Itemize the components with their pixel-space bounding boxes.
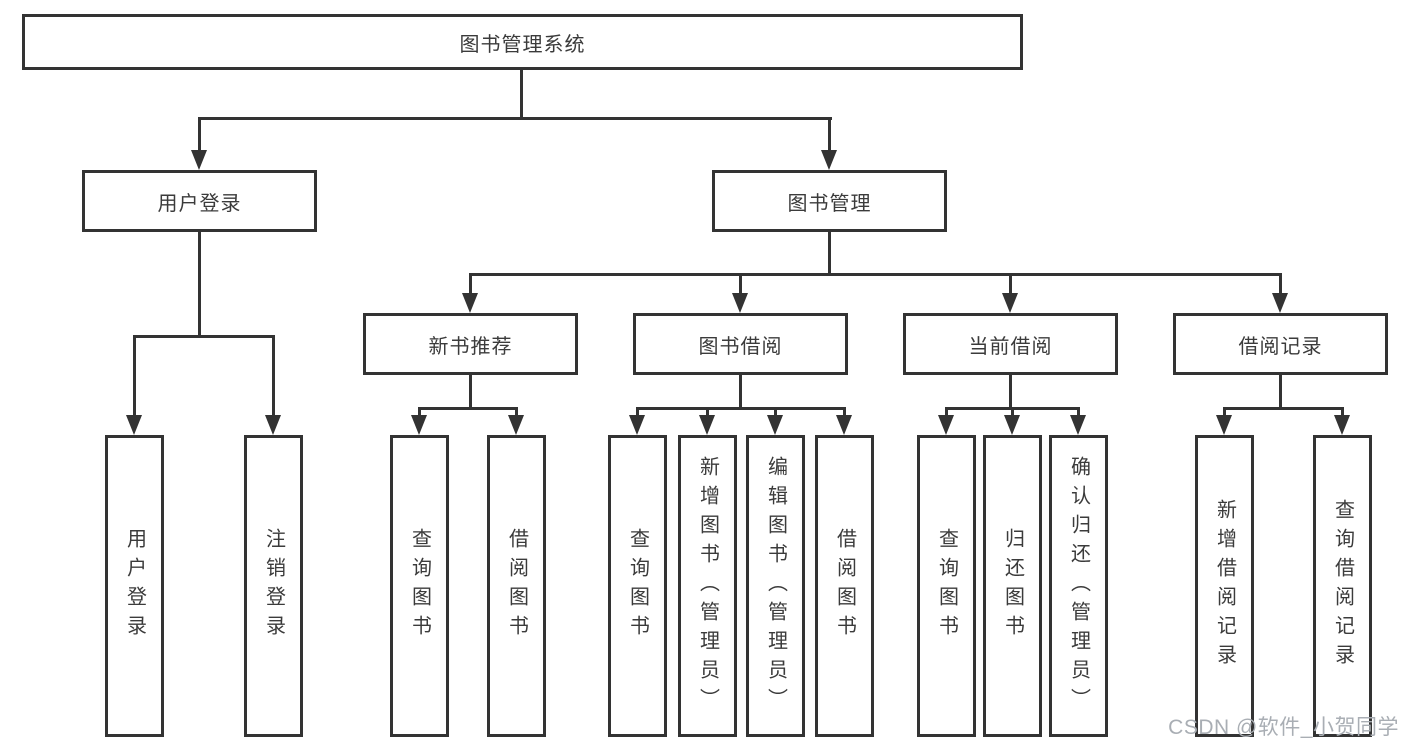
leaf-label: 用户登录 [123, 528, 146, 644]
leaf-bb-edit-books-admin: 编辑图书（管理员） [746, 435, 805, 737]
connector-to-leaf-user-login [133, 335, 136, 417]
leaf-cb-confirm-return-admin: 确认归还（管理员） [1049, 435, 1108, 737]
connector-to-leaf [1077, 407, 1080, 417]
connector-to-leaf [774, 407, 777, 417]
connector-borrowing-records-stem [1279, 373, 1282, 410]
leaf-nb-query-books: 查询图书 [390, 435, 449, 737]
connector-to-leaf [1011, 407, 1014, 417]
leaf-br-add-borrow-record: 新增借阅记录 [1195, 435, 1254, 737]
leaf-user-login: 用户登录 [105, 435, 164, 737]
connector-to-borrowing-records [1279, 273, 1282, 295]
connector-new-book-bus [418, 407, 518, 410]
node-label: 用户登录 [157, 192, 242, 215]
connector-book-borrowing-bus [636, 407, 846, 410]
leaf-label: 查询图书 [408, 528, 431, 644]
arrowhead-to-leaf [1004, 415, 1020, 435]
leaf-label: 借阅图书 [505, 528, 528, 644]
connector-book-borrowing-stem [739, 373, 742, 410]
node-user-login: 用户登录 [82, 170, 317, 232]
connector-to-leaf [1341, 407, 1344, 417]
arrowhead-to-book-borrowing [732, 293, 748, 313]
arrowhead-to-current-borrowing [1002, 293, 1018, 313]
node-label: 借阅记录 [1238, 335, 1323, 358]
connector-current-borrowing-stem [1009, 373, 1012, 410]
connector-book-management-stem [828, 230, 831, 276]
arrowhead-to-leaf [836, 415, 852, 435]
connector-level2-bus [198, 117, 832, 120]
arrowhead-to-leaf [1216, 415, 1232, 435]
leaf-label: 查询借阅记录 [1331, 499, 1354, 673]
node-current-borrowing: 当前借阅 [903, 313, 1118, 375]
node-label: 当前借阅 [968, 335, 1053, 358]
leaf-cb-query-books: 查询图书 [917, 435, 976, 737]
connector-new-book-stem [469, 373, 472, 410]
leaf-label: 注销登录 [262, 528, 285, 644]
connector-user-login-bus [133, 335, 275, 338]
node-borrowing-records: 借阅记录 [1173, 313, 1388, 375]
leaf-logout: 注销登录 [244, 435, 303, 737]
leaf-label: 借阅图书 [833, 528, 856, 644]
connector-borrowing-records-bus [1223, 407, 1344, 410]
node-book-borrowing: 图书借阅 [633, 313, 848, 375]
arrowhead-to-leaf-logout [265, 415, 281, 435]
leaf-label: 归还图书 [1001, 528, 1024, 644]
connector-root-stem [520, 68, 523, 120]
arrowhead-to-leaf [1334, 415, 1350, 435]
node-library-management-system: 图书管理系统 [22, 14, 1023, 70]
arrowhead-to-leaf-user-login [126, 415, 142, 435]
arrowhead-to-leaf [699, 415, 715, 435]
leaf-label: 新增借阅记录 [1213, 499, 1236, 673]
connector-to-leaf [843, 407, 846, 417]
node-label: 图书借阅 [698, 335, 783, 358]
arrowhead-to-borrowing-records [1272, 293, 1288, 313]
arrowhead-to-leaf [1070, 415, 1086, 435]
connector-to-new-book-recommend [469, 273, 472, 295]
arrowhead-to-new-book-recommend [462, 293, 478, 313]
leaf-cb-return-books: 归还图书 [983, 435, 1042, 737]
arrowhead-to-leaf [938, 415, 954, 435]
connector-to-leaf [515, 407, 518, 417]
connector-to-book-management [828, 117, 831, 153]
connector-user-login-stem [198, 230, 201, 338]
connector-to-leaf [418, 407, 421, 417]
arrowhead-to-leaf [411, 415, 427, 435]
node-new-book-recommend: 新书推荐 [363, 313, 578, 375]
arrowhead-to-user-login [191, 150, 207, 170]
connector-to-leaf-logout [272, 335, 275, 417]
node-book-management: 图书管理 [712, 170, 947, 232]
leaf-bb-borrow-books: 借阅图书 [815, 435, 874, 737]
connector-to-leaf [1223, 407, 1226, 417]
arrowhead-to-leaf [767, 415, 783, 435]
leaf-label: 确认归还（管理员） [1067, 455, 1090, 717]
node-label: 新书推荐 [428, 335, 513, 358]
node-label: 图书管理 [787, 192, 872, 215]
leaf-label: 查询图书 [626, 528, 649, 644]
connector-to-leaf [945, 407, 948, 417]
leaf-bb-query-books: 查询图书 [608, 435, 667, 737]
leaf-br-query-borrow-record: 查询借阅记录 [1313, 435, 1372, 737]
leaf-label: 查询图书 [935, 528, 958, 644]
arrowhead-to-book-management [821, 150, 837, 170]
connector-to-leaf [636, 407, 639, 417]
arrowhead-to-leaf [629, 415, 645, 435]
leaf-label: 新增图书（管理员） [696, 455, 719, 717]
connector-to-book-borrowing [739, 273, 742, 295]
connector-to-current-borrowing [1009, 273, 1012, 295]
leaf-label: 编辑图书（管理员） [764, 455, 787, 717]
connector-to-leaf [706, 407, 709, 417]
arrowhead-to-leaf [508, 415, 524, 435]
connector-to-user-login [198, 117, 201, 153]
connector-level3-bus [469, 273, 1281, 276]
leaf-nb-borrow-books: 借阅图书 [487, 435, 546, 737]
leaf-bb-add-books-admin: 新增图书（管理员） [678, 435, 737, 737]
node-label: 图书管理系统 [459, 33, 586, 56]
